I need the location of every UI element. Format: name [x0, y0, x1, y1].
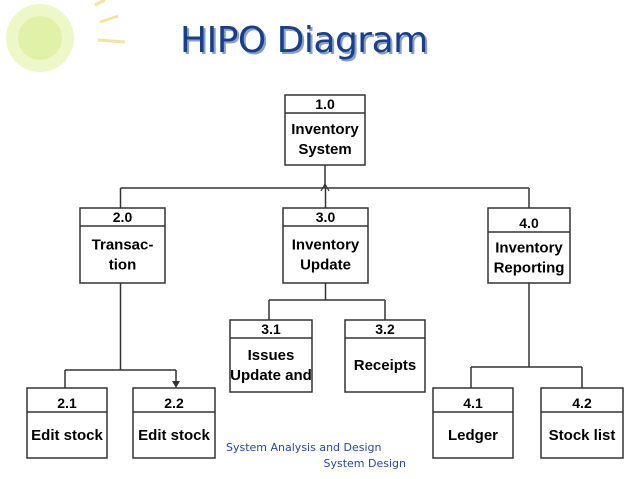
node-label: Stock list — [549, 427, 616, 444]
node-box — [284, 94, 366, 166]
node-number: 4.1 — [463, 395, 483, 411]
node-label: Ledger — [448, 427, 498, 444]
node-number: 3.1 — [261, 321, 281, 337]
corner-decoration — [6, 0, 126, 72]
node-box — [282, 207, 369, 284]
node-label: Receipts — [354, 357, 417, 374]
node-number: 2.1 — [57, 395, 77, 411]
node-label: Edit stock — [31, 427, 103, 444]
node-label: tion — [109, 257, 137, 274]
node-label: Inventory — [495, 240, 563, 257]
node-box — [540, 387, 624, 459]
footer: System Analysis and Design System Design — [226, 440, 406, 472]
diagram-nodes: 1.0InventorySystem2.0Transac-tion3.0Inve… — [26, 94, 624, 459]
connector-lines — [64, 165, 583, 388]
footer-line-2: System Design — [323, 457, 407, 470]
node-label: System — [298, 141, 351, 158]
node-box — [432, 387, 514, 459]
node-number: 3.2 — [375, 321, 395, 337]
node-label: Inventory — [291, 121, 359, 138]
node-box — [487, 207, 571, 284]
node-label: Transac- — [92, 237, 154, 254]
node-number: 2.2 — [164, 395, 184, 411]
node-number: 4.0 — [519, 215, 539, 231]
node-number: 3.0 — [316, 209, 336, 225]
node-box — [79, 207, 166, 284]
node-label: Update — [300, 257, 351, 274]
node-label: Edit stock — [138, 427, 210, 444]
node-box — [132, 387, 216, 459]
node-label: Issues — [248, 347, 295, 364]
node-label: Reporting — [494, 260, 565, 277]
node-label: Update and — [230, 367, 312, 384]
node-number: 1.0 — [315, 96, 335, 112]
node-number: 2.0 — [113, 209, 133, 225]
node-box — [344, 319, 426, 393]
page-title: HIPO Diagram — [180, 20, 428, 61]
footer-line-1: System Analysis and Design — [226, 441, 382, 454]
node-label: Inventory — [292, 237, 360, 254]
node-box — [229, 319, 313, 393]
node-box — [26, 387, 108, 459]
node-number: 4.2 — [572, 395, 592, 411]
